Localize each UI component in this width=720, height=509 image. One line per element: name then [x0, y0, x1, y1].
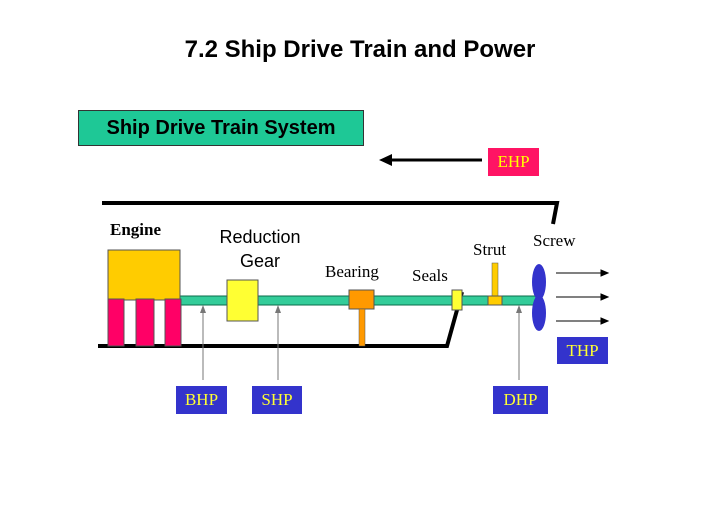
propeller-blade-bottom — [532, 295, 546, 331]
engine-label: Engine — [110, 220, 162, 239]
ehp-arrow — [379, 154, 482, 166]
shp-box: SHP — [252, 386, 302, 414]
screw-label: Screw — [533, 231, 576, 250]
bhp-box: BHP — [176, 386, 227, 414]
engine-block — [107, 249, 181, 301]
strut-label: Strut — [473, 240, 507, 259]
ehp-box: EHP — [488, 148, 539, 176]
dhp-box: DHP — [493, 386, 548, 414]
thrust-arrows — [556, 269, 610, 325]
propeller-blade-top — [532, 264, 546, 300]
bearing — [348, 289, 375, 310]
thp-box: THP — [557, 337, 608, 364]
bearing-label: Bearing — [325, 262, 379, 281]
engine-cylinder-2 — [135, 298, 155, 347]
strut-post — [491, 262, 499, 298]
page-title: 7.2 Ship Drive Train and Power — [184, 36, 536, 63]
system-label-box: Ship Drive Train System — [78, 110, 364, 146]
engine-cylinder-3 — [164, 298, 182, 347]
seal — [451, 289, 463, 311]
hull-top-line — [102, 201, 560, 225]
strut-base — [487, 295, 503, 306]
seals-label: Seals — [412, 266, 448, 285]
reduction-gear-label: Reduction Gear — [219, 227, 301, 271]
bearing-support — [358, 308, 366, 347]
reduction-gear — [226, 279, 259, 322]
engine-cylinder-1 — [107, 298, 125, 347]
